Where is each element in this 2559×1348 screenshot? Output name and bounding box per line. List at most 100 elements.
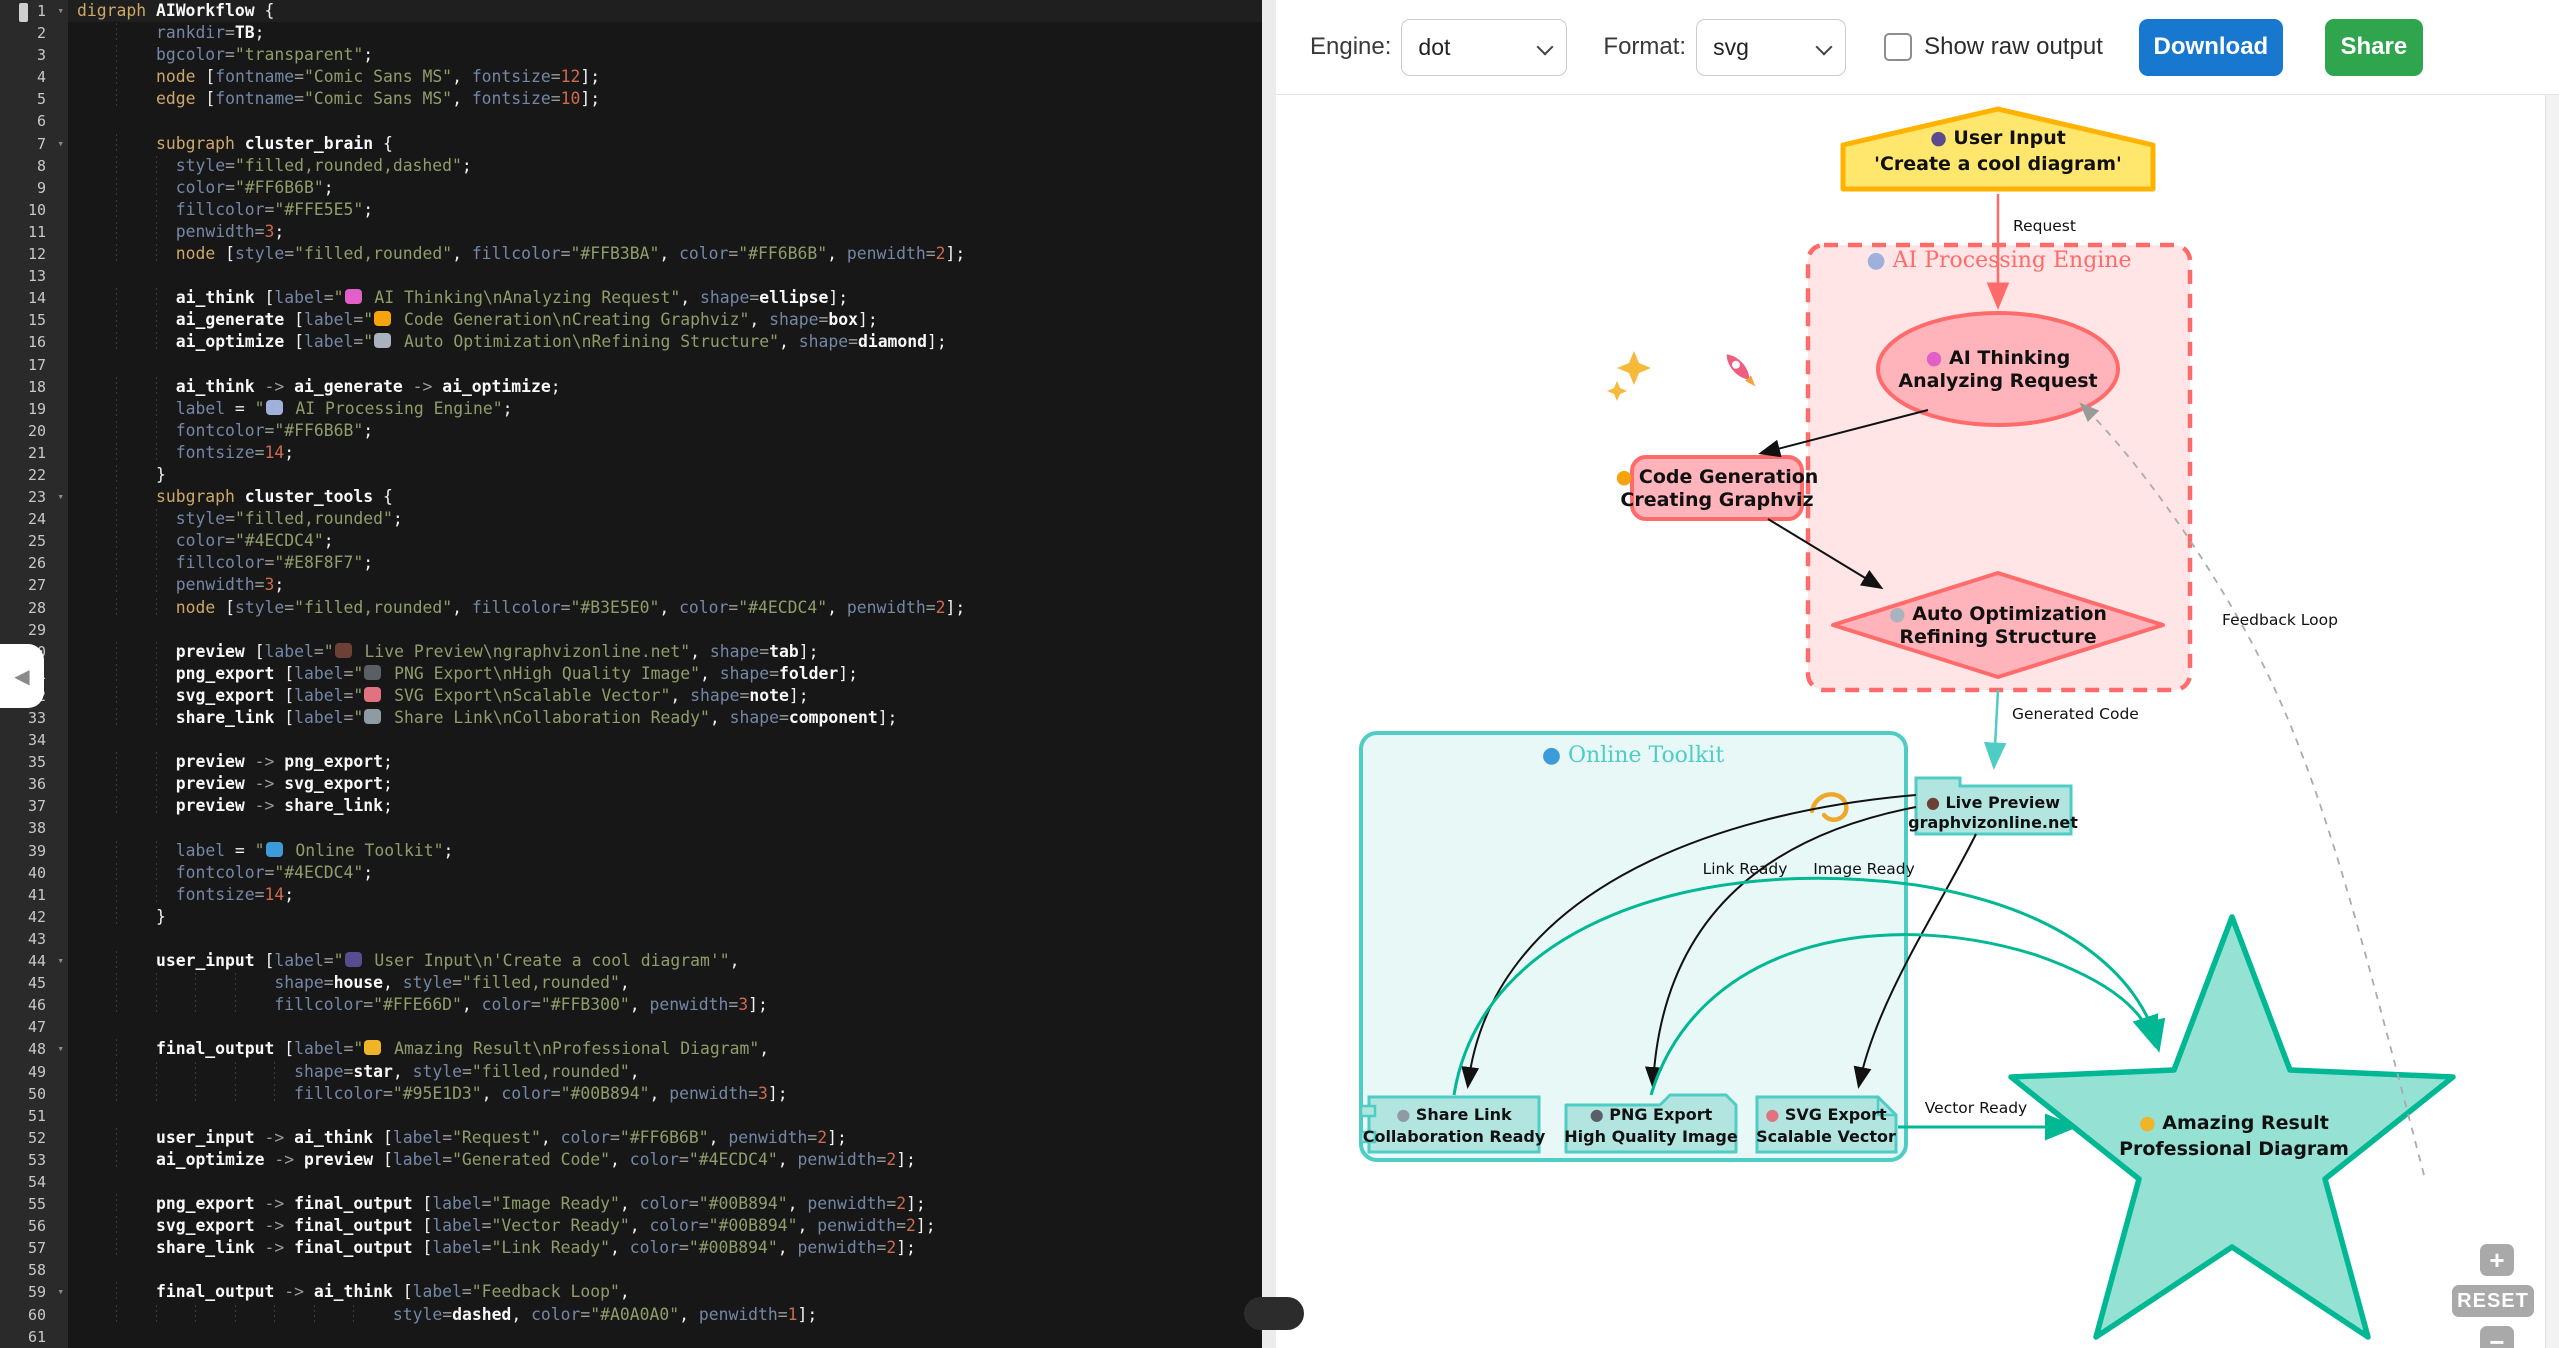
person-icon: ● (1930, 127, 1953, 149)
code-line: 25 color="#4ECDC4"; (0, 530, 1262, 553)
zoom-in-button[interactable]: + (2480, 1244, 2514, 1276)
code-line: 24 style="filled,rounded"; (0, 508, 1262, 531)
divider-drag-handle[interactable] (1244, 1297, 1304, 1330)
code-line: 36 preview -> svg_export; (0, 773, 1262, 796)
emoji-zap-icon: ⚡ (374, 311, 392, 327)
code-line: 54 (0, 1170, 1262, 1194)
format-select-wrap: svg (1696, 18, 1847, 76)
code-line: 48▾ final_output [label="✨ Amazing Resul… (0, 1038, 1262, 1061)
code-line: 60 style=dashed, color="#A0A0A0", penwid… (0, 1303, 1262, 1326)
edge-generated-code (1983, 689, 2007, 770)
code-line: 26 fillcolor="#E8F8F7"; (0, 552, 1262, 575)
link-icon: ● (1396, 1105, 1416, 1124)
fold-arrow-icon[interactable]: ▾ (57, 1285, 64, 1299)
code-line: 33 share_link [label="🔗 Share Link\nColl… (0, 707, 1262, 730)
code-line: 58 (0, 1259, 1262, 1282)
node-png-export (1564, 1093, 1738, 1154)
code-line: 30 preview [label="👁 Live Preview\ngraph… (0, 640, 1262, 663)
node-png-export-line2: High Quality Image (1564, 1127, 1738, 1146)
code-line: 22 } (0, 463, 1262, 487)
engine-select-wrap: dot (1401, 18, 1568, 76)
fold-arrow-icon[interactable]: ▾ (57, 4, 64, 17)
curl-decoration-icon (1809, 792, 1849, 822)
emoji-robot-icon: 🤖 (265, 399, 283, 415)
node-ai-generate-line2: Creating Graphviz (1620, 489, 1813, 511)
code-line: 6 (0, 110, 1262, 133)
node-ai-optimize (1831, 571, 2165, 679)
node-share-link-line2: Collaboration Ready (1363, 1127, 1546, 1146)
node-user-input-line2: 'Create a cool diagram' (1874, 153, 2122, 175)
zap-icon: ● (1616, 466, 1639, 488)
code-line: 18 ai_think -> ai_generate -> ai_optimiz… (0, 375, 1262, 398)
node-user-input-line1: ● User Input (1930, 127, 2066, 149)
brain-icon: ● (1926, 347, 1949, 369)
code-line: 61 (0, 1325, 1262, 1348)
code-line: 13 (0, 265, 1262, 288)
sparkle-decoration-icon (1617, 351, 1651, 385)
code-line: 21 fontsize=14; (0, 441, 1262, 464)
node-ai-generate (1630, 455, 1804, 521)
node-svg-export-fold (1876, 1097, 1896, 1117)
eye-icon: ● (1926, 793, 1946, 812)
format-label: Format: (1603, 33, 1687, 60)
code-line: 14 ai_think [label="🧠 AI Thinking\nAnaly… (0, 287, 1262, 310)
graphviz-diagram: ● AI Processing Engine ● Online Toolkit … (1359, 106, 2456, 1340)
fold-arrow-icon[interactable]: ▾ (57, 954, 64, 968)
show-raw-output-label[interactable]: Show raw output (1924, 33, 2103, 60)
code-line: 28 node [style="filled,rounded", fillcol… (0, 596, 1262, 619)
globe-icon: ● (1542, 743, 1568, 768)
node-share-link-tab1 (1359, 1104, 1377, 1118)
cluster-online-toolkit (1359, 731, 1908, 1162)
code-line: 31 png_export [label="🖼 PNG Export\nHigh… (0, 662, 1262, 685)
collapse-left-icon: ◀ (14, 665, 30, 688)
engine-select[interactable]: dot (1401, 18, 1568, 76)
node-final-output-line1: ● Amazing Result (2139, 1112, 2329, 1134)
preview-scrollbar[interactable] (2545, 95, 2559, 1348)
download-button[interactable]: Download (2138, 18, 2283, 76)
edge-preview-svg (1853, 833, 1977, 1089)
code-editor-lines: 1▾digraph AIWorkflow {2 rankdir=TB;3 bgc… (0, 0, 1262, 1348)
code-line: 2 rankdir=TB; (0, 22, 1262, 45)
show-raw-output-checkbox[interactable] (1884, 33, 1913, 61)
node-ai-optimize-line1: ● Auto Optimization (1889, 603, 2107, 625)
code-line: 37 preview -> share_link; (0, 795, 1262, 818)
emoji-person-icon: 👤 (344, 952, 362, 968)
fold-arrow-icon[interactable]: ▾ (57, 490, 64, 504)
diagram-canvas[interactable]: ● AI Processing Engine ● Online Toolkit … (1276, 95, 2559, 1348)
code-line: 19 label = "🤖 AI Processing Engine"; (0, 397, 1262, 420)
code-line: 46 fillcolor="#FFE66D", color="#FFB300",… (0, 994, 1262, 1017)
code-editor[interactable]: 1▾digraph AIWorkflow {2 rankdir=TB;3 bgc… (0, 0, 1262, 1348)
preview-panel: Engine: dot Format: svg Show raw output … (1276, 0, 2559, 1348)
format-select[interactable]: svg (1696, 18, 1847, 76)
code-line: 41 fontsize=14; (0, 883, 1262, 906)
robot-icon: ● (1866, 248, 1892, 273)
collapse-panel-button[interactable]: ◀ (0, 644, 44, 708)
edge-preview-png (1644, 806, 1917, 1089)
code-line: 16 ai_optimize [label="🔧 Auto Optimizati… (0, 331, 1262, 354)
zoom-out-button[interactable]: − (2480, 1326, 2514, 1348)
wrench-icon: ● (1889, 603, 1912, 625)
code-line: 9 color="#FF6B6B"; (0, 176, 1262, 199)
fold-arrow-icon[interactable]: ▾ (57, 136, 64, 150)
cluster-ai-title: ● AI Processing Engine (1866, 248, 2131, 273)
edge-think-generate (1758, 409, 1929, 458)
engine-label: Engine: (1310, 33, 1392, 60)
code-line: 45 shape=house, style="filled,rounded", (0, 972, 1262, 995)
code-line: 43 (0, 927, 1262, 951)
code-line: 15 ai_generate [label="⚡ Code Generation… (0, 309, 1262, 332)
node-live-preview-line2: graphvizonline.net (1908, 813, 2078, 832)
zoom-reset-button[interactable]: RESET (2452, 1285, 2534, 1317)
code-line: 3 bgcolor="transparent"; (0, 44, 1262, 67)
panel-divider[interactable] (1262, 0, 1276, 1348)
code-line: 10 fillcolor="#FFE5E5"; (0, 198, 1262, 221)
fold-arrow-icon[interactable]: ▾ (57, 1042, 64, 1056)
share-button[interactable]: Share (2324, 18, 2423, 76)
code-line: 1▾digraph AIWorkflow { (0, 0, 1262, 23)
code-line: 5 edge [fontname="Comic Sans MS", fontsi… (0, 88, 1262, 111)
emoji-globe-icon: 🌐 (265, 841, 283, 857)
code-line: 50 fillcolor="#95E1D3", color="#00B894",… (0, 1082, 1262, 1105)
gutter-decoration (19, 3, 28, 22)
code-line: 40 fontcolor="#4ECDC4"; (0, 861, 1262, 884)
code-line: 20 fontcolor="#FF6B6B"; (0, 419, 1262, 442)
